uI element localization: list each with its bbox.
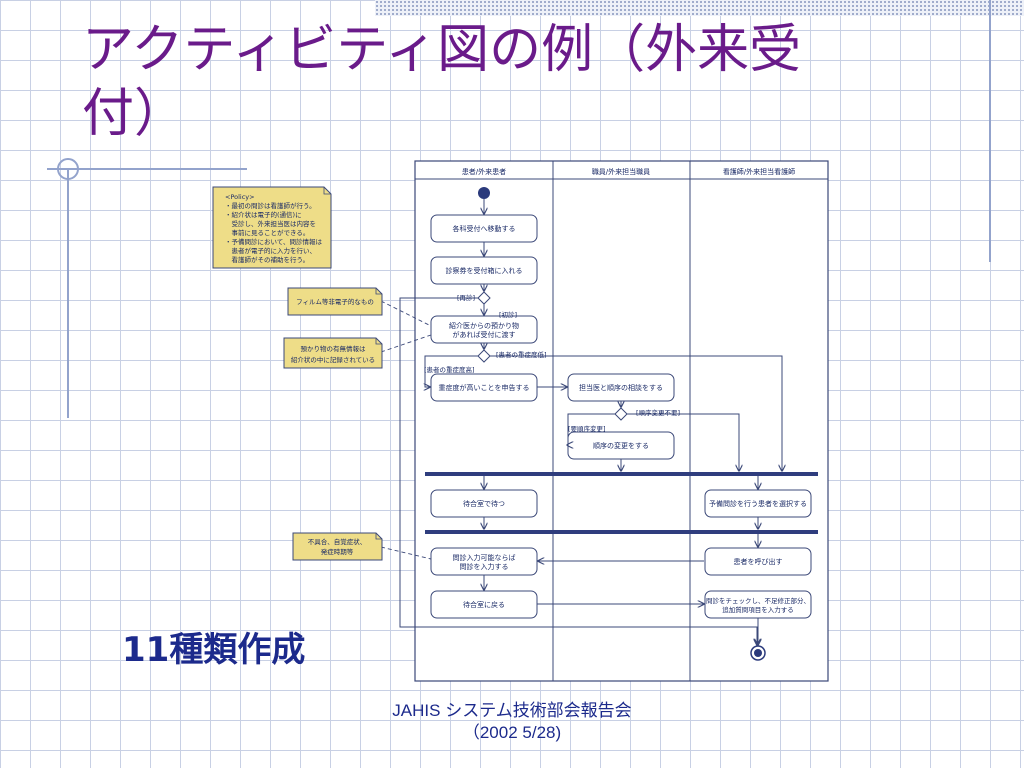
- guard-change-needed: [要順序変更]: [568, 424, 606, 433]
- flow-arrows: [399, 199, 782, 645]
- svg-text:フィルム等非電子的なもの: フィルム等非電子的なもの: [296, 297, 374, 306]
- note-film: フィルム等非電子的なもの: [287, 287, 383, 316]
- guard-no-change: [順序変更不要]: [636, 408, 680, 417]
- activity-back: 待合室に戻る: [430, 590, 538, 619]
- svg-text:問診を入力する: 問診を入力する: [460, 562, 509, 571]
- decision-order: [614, 407, 628, 421]
- svg-text:事前に見ることができる。: 事前に見ることができる。: [225, 228, 309, 237]
- guard-low-severity: [患者の重症度低]: [496, 350, 547, 359]
- svg-text:診察券を受付箱に入れる: 診察券を受付箱に入れる: [446, 266, 523, 275]
- activity-consult: 担当医と順序の相談をする: [567, 373, 675, 402]
- start-node: [478, 187, 490, 199]
- note-deposit: 預かり物の有無情報は 紹介状の中に記録されている: [283, 337, 383, 369]
- svg-text:・紹介状は電子的(通信)に: ・紹介状は電子的(通信)に: [225, 210, 302, 219]
- lane-staff: 職員/外来担当職員: [592, 167, 650, 176]
- svg-text:発症時期等: 発症時期等: [321, 547, 354, 556]
- svg-text:重症度が高いことを申告する: 重症度が高いことを申告する: [439, 383, 530, 392]
- activity-declare: 重症度が高いことを申告する: [430, 373, 538, 402]
- slide-title: アクティビティ図の例（外来受付）: [82, 20, 802, 144]
- footer-line-1: JAHIS システム技術部会報告会: [392, 701, 632, 720]
- activity-move: 各科受付へ移動する: [430, 214, 538, 243]
- guard-first-visit: [初診]: [499, 310, 517, 319]
- left-decoration-circle: [57, 158, 79, 180]
- activity-card: 診察券を受付箱に入れる: [430, 256, 538, 285]
- join-bar: [425, 530, 818, 534]
- svg-text:受診し、外来担当医は内容を: 受診し、外来担当医は内容を: [225, 219, 316, 228]
- activity-call: 患者を呼び出す: [704, 547, 812, 576]
- svg-text:追加質問項目を入力する: 追加質問項目を入力する: [722, 605, 794, 614]
- svg-text:患者を呼び出す: 患者を呼び出す: [734, 557, 783, 566]
- svg-text:・最初の問診は看護師が行う。: ・最初の問診は看護師が行う。: [225, 201, 316, 210]
- note-policy: <Policy> ・最初の問診は看護師が行う。 ・紹介状は電子的(通信)に 受診…: [212, 186, 332, 269]
- activity-change: 順序の変更をする: [567, 431, 675, 460]
- lane-nurse: 看護師/外来担当看護師: [723, 167, 795, 176]
- svg-text:待合室で待つ: 待合室で待つ: [463, 499, 505, 508]
- top-decoration-band: [375, 0, 1024, 16]
- slide-footer: JAHIS システム技術部会報告会 （2002 5/28): [312, 700, 712, 744]
- footer-line-2: （2002 5/28): [462, 723, 562, 742]
- svg-text:各科受付へ移動する: 各科受付へ移動する: [453, 224, 516, 233]
- svg-text:があれば受付に渡す: があれば受付に渡す: [453, 330, 516, 339]
- svg-text:患者が電子的に入力を行い、: 患者が電子的に入力を行い、: [225, 246, 316, 255]
- svg-text:紹介医からの預かり物: 紹介医からの預かり物: [449, 321, 519, 330]
- left-decoration-rule: [67, 168, 69, 418]
- fork-bar: [425, 472, 818, 476]
- svg-text:問診入力可能ならば: 問診入力可能ならば: [453, 553, 516, 562]
- svg-text:問診をチェックし、不足修正部分、: 問診をチェックし、不足修正部分、: [706, 596, 810, 605]
- activity-wait: 待合室で待つ: [430, 489, 538, 518]
- svg-text:紹介状の中に記録されている: 紹介状の中に記録されている: [291, 355, 375, 364]
- right-decoration-rule: [989, 0, 991, 262]
- lane-patient: 患者/外来患者: [462, 167, 506, 176]
- svg-text:看護師がその補助を行う。: 看護師がその補助を行う。: [225, 255, 309, 264]
- decision-severity: [477, 349, 491, 363]
- slide-subtitle: 11種類作成: [122, 630, 306, 670]
- activity-input-questionnaire: 問診入力可能ならば 問診を入力する: [430, 547, 538, 576]
- activity-select: 予備問診を行う患者を選択する: [704, 489, 812, 518]
- svg-text:予備問診を行う患者を選択する: 予備問診を行う患者を選択する: [709, 499, 807, 508]
- svg-text:待合室に戻る: 待合室に戻る: [463, 600, 505, 609]
- svg-text:預かり物の有無情報は: 預かり物の有無情報は: [301, 344, 367, 353]
- svg-text:順序の変更をする: 順序の変更をする: [593, 441, 649, 450]
- guard-high-severity: [患者の重症度高]: [424, 365, 475, 374]
- svg-text:・予備問診において、問診情報は: ・予備問診において、問診情報は: [225, 237, 322, 246]
- activity-letter: 紹介医からの預かり物 があれば受付に渡す: [430, 315, 538, 344]
- left-decoration-hrule: [47, 168, 247, 170]
- note-symptom: 不具合、自覚症状、 発症時期等: [292, 532, 383, 561]
- svg-text:不具合、自覚症状、: 不具合、自覚症状、: [308, 537, 367, 546]
- svg-text:担当医と順序の相談をする: 担当医と順序の相談をする: [579, 383, 663, 392]
- note-connectors: [380, 300, 432, 560]
- activity-check: 問診をチェックし、不足修正部分、 追加質問項目を入力する: [704, 590, 812, 619]
- guard-revisit: [再診]: [457, 293, 475, 302]
- svg-text:<Policy>: <Policy>: [225, 193, 255, 201]
